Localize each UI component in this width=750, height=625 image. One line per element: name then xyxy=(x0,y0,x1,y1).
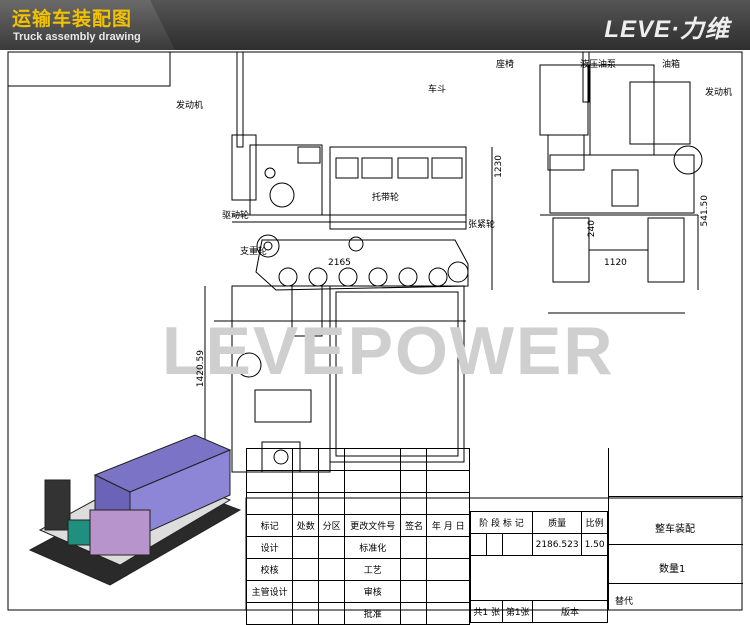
header-signature: 签名 xyxy=(400,514,428,537)
drive-wheel xyxy=(256,234,280,258)
label-hydraulic-pump: 液压油泵 xyxy=(580,60,617,70)
row-design: 设计 xyxy=(245,536,294,559)
row-check: 校核 xyxy=(245,558,294,581)
stage-table: 阶 段 标 记 质量 比例 2186.523 1.50 共1 张 第1张 版本 xyxy=(469,511,609,623)
dim-rear-height: 541.50 xyxy=(700,195,710,227)
mass-header: 质量 xyxy=(531,511,583,534)
drawing-canvas xyxy=(7,51,743,611)
bed-window xyxy=(431,157,463,179)
support-wheel xyxy=(278,267,298,287)
header-change-doc: 更改文件号 xyxy=(344,514,402,537)
pulley-top xyxy=(236,352,262,378)
tension-wheel xyxy=(447,261,469,283)
seat-top xyxy=(291,285,323,337)
label-truck-bed: 车斗 xyxy=(428,85,447,95)
header-date: 年 月 日 xyxy=(426,514,470,537)
dim-top-width: 1420.59 xyxy=(196,350,206,388)
carrier-wheel xyxy=(348,236,364,252)
drawing-sheet: LEVEPOWER 发动机 车斗 托带轮 驱动轮 张紧轮 支重轮 2165 12… xyxy=(0,50,750,625)
header-title-tab xyxy=(0,0,175,50)
drawing-info-cell: 整车装配 数量1 替代 xyxy=(608,448,743,610)
iso-engine xyxy=(89,509,151,556)
bed-window xyxy=(335,157,359,179)
revision-table: 标记 处数 分区 更改文件号 签名 年 月 日 设计 标准化 校核 工艺 主管设计 审… xyxy=(245,448,470,625)
mass-value: 2186.523 xyxy=(531,533,583,556)
label-carrier-wheel: 托带轮 xyxy=(372,193,400,203)
track-outline xyxy=(255,239,469,291)
scale-value: 1.50 xyxy=(581,533,608,556)
page-subtitle: Truck assembly drawing xyxy=(13,31,141,43)
replace-label: 替代 xyxy=(615,597,634,607)
side-view-drawing xyxy=(214,51,493,322)
label-engine: 发动机 xyxy=(176,101,204,111)
label-support-wheel: 支重轮 xyxy=(240,247,268,257)
iso-seat xyxy=(44,479,71,531)
rear-view-drawing xyxy=(539,51,703,314)
sheet-number: 第1张 xyxy=(502,600,533,623)
brand-logo: LEVE·力维 xyxy=(604,16,730,43)
bed-window xyxy=(397,157,429,179)
dim-height: 1230 xyxy=(494,155,504,178)
engine-pulley xyxy=(269,182,295,208)
stage-header: 阶 段 标 记 xyxy=(470,511,533,534)
row-process: 工艺 xyxy=(344,558,402,581)
mast xyxy=(236,51,244,148)
header-zone: 分区 xyxy=(318,514,346,537)
left-track xyxy=(552,217,590,283)
seat xyxy=(539,64,589,136)
scale-header: 比例 xyxy=(581,511,608,534)
isometric-render xyxy=(28,434,242,586)
label-tension-wheel: 张紧轮 xyxy=(468,220,496,230)
row-review: 审核 xyxy=(344,580,402,603)
label-drive-wheel: 驱动轮 xyxy=(222,211,250,221)
row-standardize: 标准化 xyxy=(344,536,402,559)
dim-rear-width: 1120 xyxy=(604,258,627,268)
label-seat: 座椅 xyxy=(496,60,515,70)
hydraulic-pump xyxy=(611,169,639,207)
version-label: 版本 xyxy=(531,600,609,623)
oil-tank xyxy=(629,81,691,145)
page-title: 运输车装配图 xyxy=(12,8,133,30)
iso-pump xyxy=(67,519,91,546)
label-oil-tank: 油箱 xyxy=(662,60,681,70)
label-engine-rear: 发动机 xyxy=(705,88,733,98)
truck-bed xyxy=(329,146,467,230)
sheets-total: 共1 张 xyxy=(469,600,504,623)
engine-rear xyxy=(673,145,703,175)
dim-length: 2165 xyxy=(328,258,351,268)
quantity: 数量1 xyxy=(659,564,686,575)
right-track xyxy=(647,217,685,283)
header-count: 处数 xyxy=(292,514,320,537)
row-chief-design: 主管设计 xyxy=(245,580,294,603)
bed-window xyxy=(361,157,393,179)
header-mark: 标记 xyxy=(245,514,294,537)
page-header: 运输车装配图 Truck assembly drawing LEVE·力维 xyxy=(0,0,750,50)
watermark: LEVEPOWER xyxy=(162,313,615,389)
corner-box xyxy=(7,51,171,87)
drawing-name: 整车装配 xyxy=(655,524,695,535)
dim-rear-ground: 240 xyxy=(587,220,597,238)
engine-block xyxy=(249,144,323,216)
row-approve: 批准 xyxy=(344,602,402,625)
